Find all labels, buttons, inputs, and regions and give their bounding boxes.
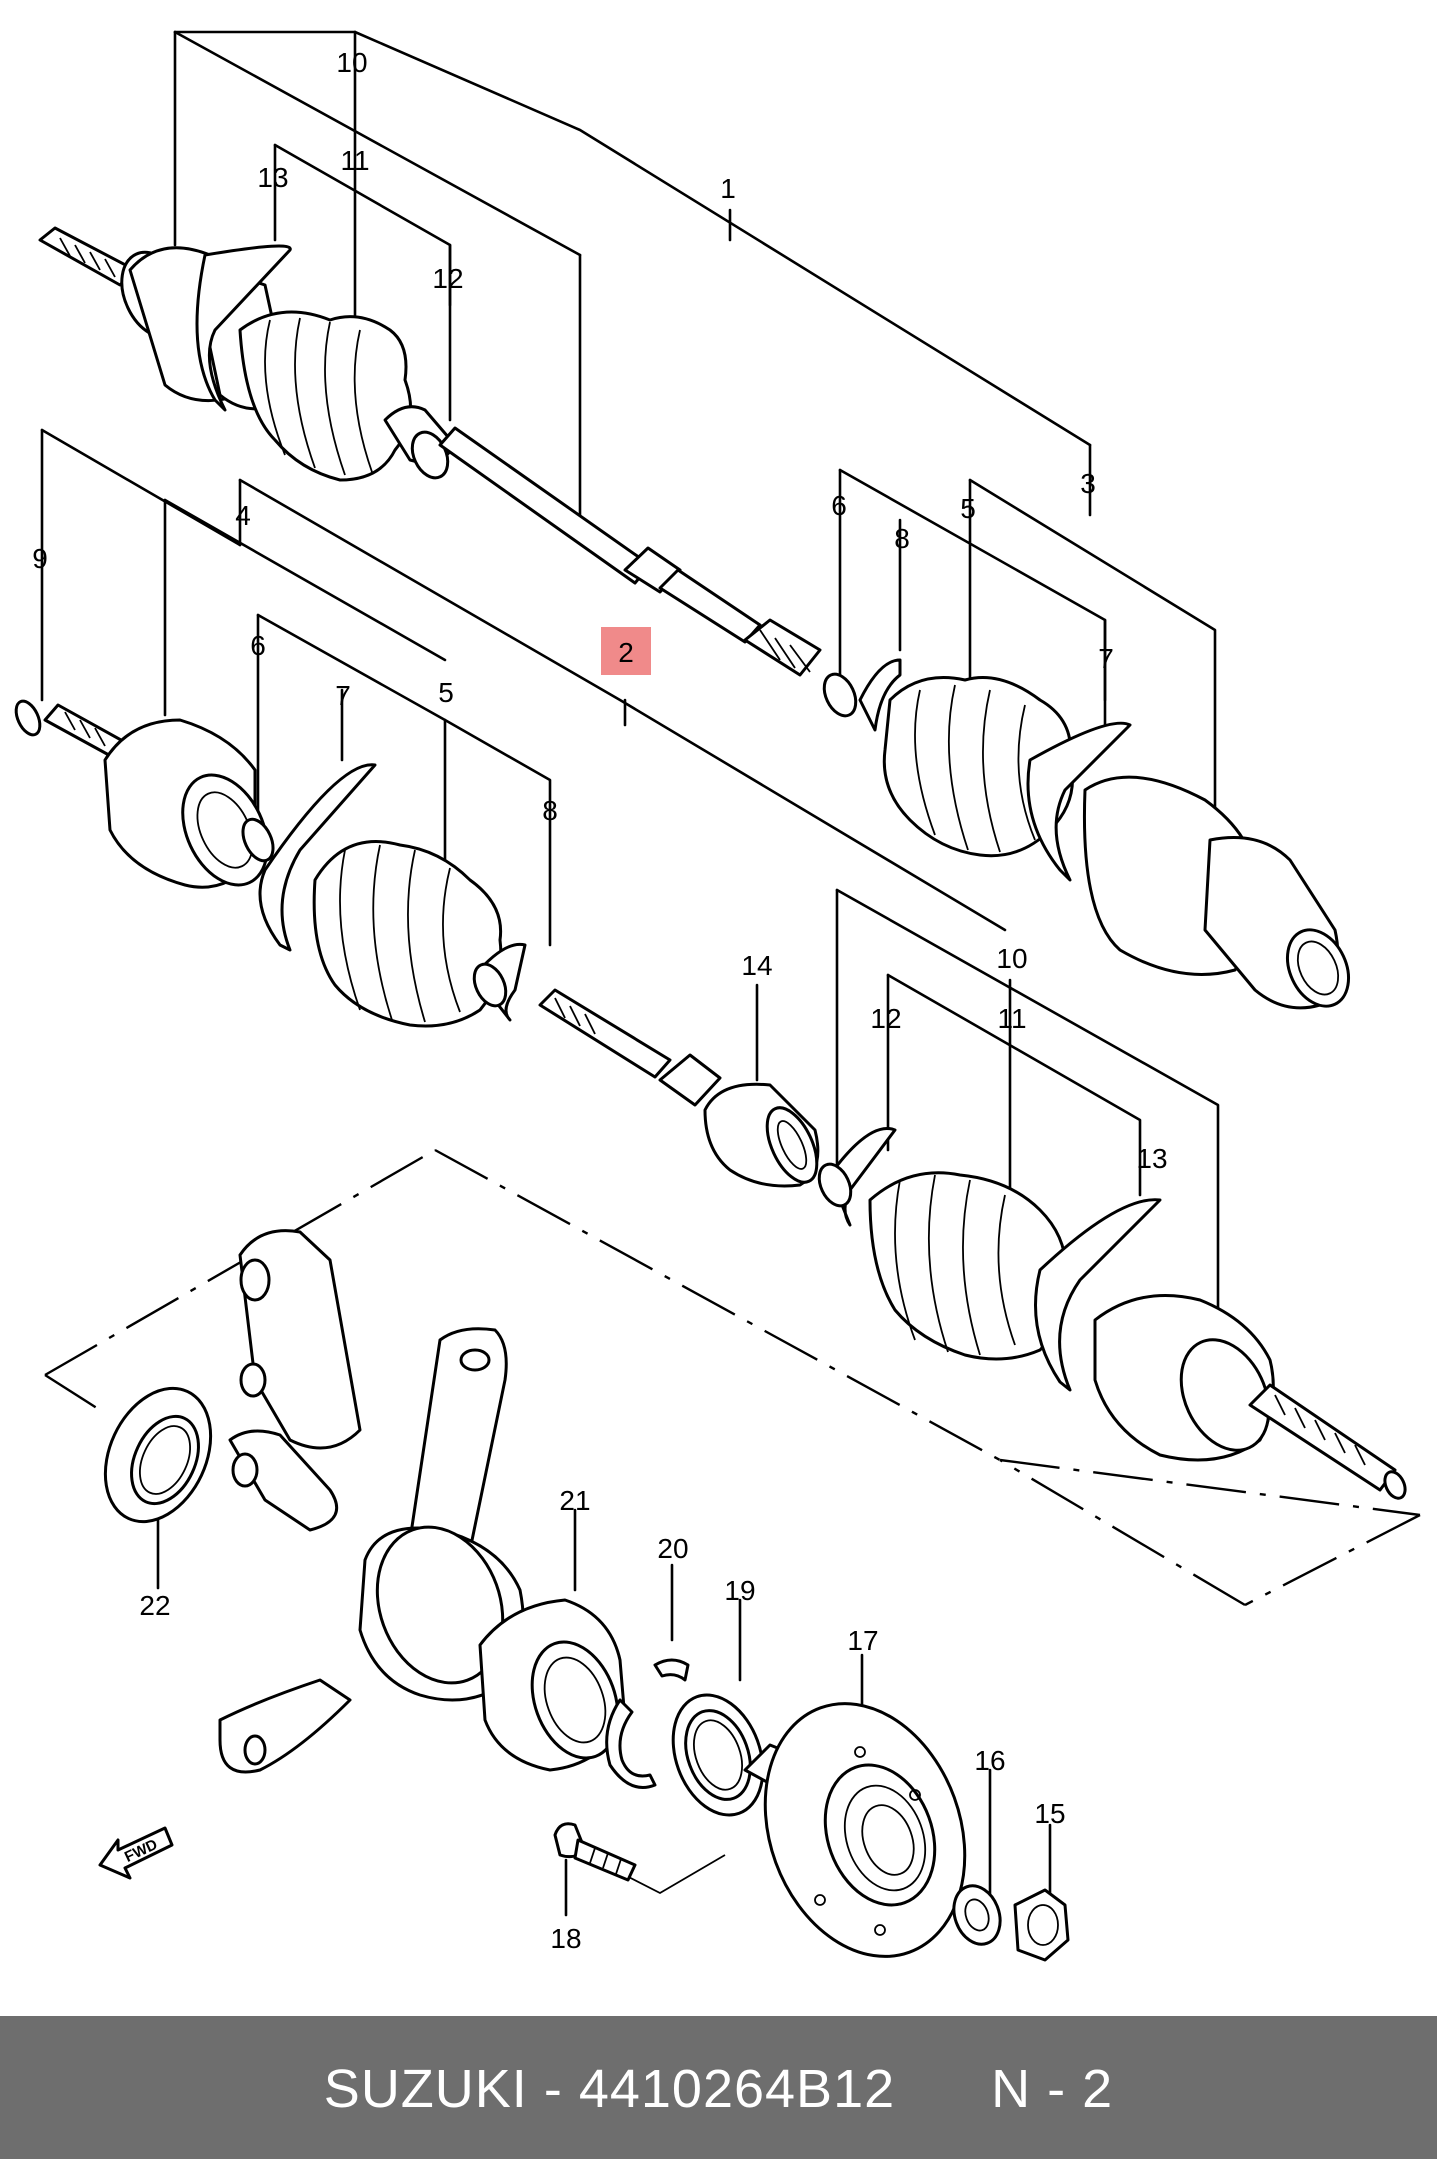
leader-lines: [40, 30, 1220, 1917]
callout-7-lower: 7: [335, 680, 351, 711]
lower-drive-shaft: [14, 699, 1407, 1500]
callout-13-upper: 13: [257, 162, 288, 193]
callout-2: 2: [618, 637, 634, 668]
callout-11-upper: 11: [340, 145, 369, 176]
callout-1: 1: [720, 173, 736, 204]
callout-16: 16: [974, 1745, 1005, 1776]
callout-9: 9: [32, 543, 48, 574]
upper-drive-shaft: [38, 226, 1350, 1010]
callout-21: 21: [559, 1485, 590, 1516]
callout-4: 4: [235, 500, 251, 531]
callout-22: 22: [139, 1590, 170, 1621]
callout-10-lower: 10: [996, 943, 1027, 974]
callout-12-upper: 12: [432, 263, 463, 294]
highlight-box-item-2: [601, 627, 651, 675]
callout-5-upper: 5: [960, 493, 976, 524]
callout-11-lower: 11: [997, 1003, 1026, 1034]
part-number: 4410264B12: [578, 2059, 896, 2119]
brand-name: SUZUKI: [323, 2059, 528, 2119]
callout-15: 15: [1034, 1798, 1065, 1829]
callout-8-lower: 8: [542, 795, 558, 826]
callout-17: 17: [847, 1625, 878, 1656]
callout-6-lower: 6: [250, 630, 266, 661]
exploded-parts-diagram: FWD 10 11 13 12 1 3 6 8 5 7 2 9 4 6 7 5 …: [14, 30, 1421, 1962]
callout-13-lower: 13: [1136, 1143, 1167, 1174]
callout-18: 18: [550, 1923, 581, 1954]
callout-20: 20: [657, 1533, 688, 1564]
caption-separator: -: [527, 2059, 579, 2119]
caption-bar: SUZUKI - 4410264B12 N - 2: [0, 2016, 1437, 2159]
callout-3: 3: [1080, 468, 1096, 499]
caption-text: SUZUKI - 4410264B12 N - 2: [0, 2058, 1437, 2120]
fwd-arrow-icon: FWD: [98, 1826, 174, 1880]
knuckle-and-hub: [103, 1229, 1070, 1962]
callout-14: 14: [741, 950, 772, 981]
callout-5-lower: 5: [438, 677, 454, 708]
callout-7-upper: 7: [1098, 643, 1114, 674]
callout-10-upper: 10: [336, 47, 367, 78]
callout-19: 19: [724, 1575, 755, 1606]
callout-labels: 10 11 13 12 1 3 6 8 5 7 2 9 4 6 7 5 8 14…: [32, 47, 1167, 1954]
callout-8-upper: 8: [894, 523, 910, 554]
page-reference: N - 2: [991, 2059, 1114, 2119]
callout-6-upper: 6: [831, 490, 847, 521]
callout-12-lower: 12: [870, 1003, 901, 1034]
